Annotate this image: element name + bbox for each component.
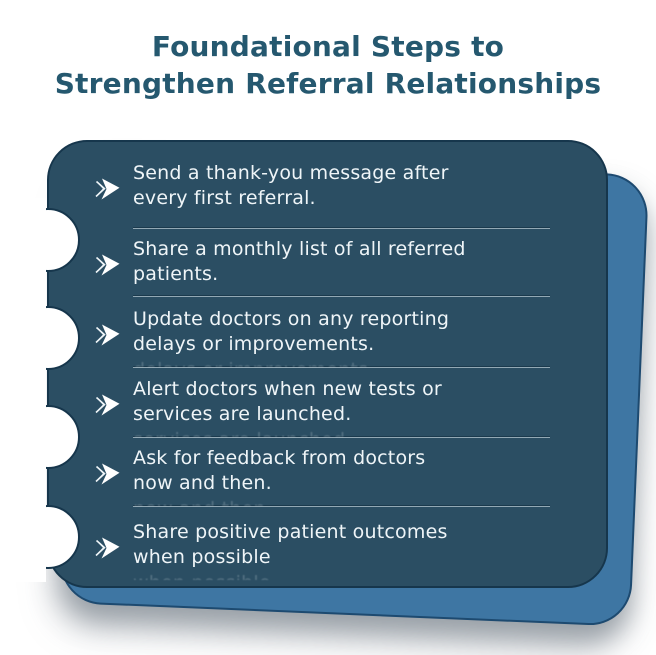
step-line-2: delays or improvements. <box>133 332 375 355</box>
double-chevron-arrow-icon <box>95 254 120 276</box>
step-line-1: Share positive patient outcomes <box>133 521 448 544</box>
step-item-3: Update doctors on any reporting delays o… <box>49 297 606 367</box>
divider <box>133 365 550 368</box>
notch-cover-mask <box>0 198 46 582</box>
step-line-1: Send a thank-you message after <box>133 161 449 184</box>
step-item-2: Share a monthly list of all referred pat… <box>49 229 606 295</box>
double-chevron-arrow-icon <box>95 394 120 416</box>
double-chevron-arrow-icon <box>95 178 120 200</box>
double-chevron-arrow-icon <box>95 537 120 559</box>
step-text-echo: now and then. <box>133 497 272 506</box>
step-line-1: Alert doctors when new tests or <box>133 377 442 400</box>
double-chevron-arrow-icon <box>95 463 120 485</box>
step-line-2: when possible <box>133 546 271 569</box>
step-text-echo: delays or improvements. <box>133 358 374 367</box>
step-item-4: Alert doctors when new tests or services… <box>49 368 606 437</box>
step-text: Ask for feedback from doctors now and th… <box>133 446 426 506</box>
step-item-6: Share positive patient outcomes when pos… <box>49 507 606 584</box>
page-title: Foundational Steps to Strengthen Referra… <box>54 30 602 100</box>
divider <box>133 295 550 298</box>
step-line-1: Share a monthly list of all referred <box>133 238 466 261</box>
double-chevron-arrow-icon <box>95 324 120 346</box>
step-text-echo: when possible <box>133 571 271 580</box>
divider <box>133 435 550 438</box>
step-text-echo: services are launched. <box>133 428 351 437</box>
step-item-1: Send a thank-you message after every fir… <box>49 144 606 227</box>
step-text: Alert doctors when new tests or services… <box>133 377 442 437</box>
step-line-2: patients. <box>133 263 219 286</box>
divider <box>133 227 550 230</box>
step-text: Send a thank-you message after every fir… <box>133 161 449 211</box>
step-line-1: Update doctors on any reporting <box>133 307 450 330</box>
step-line-2: services are launched. <box>133 402 352 425</box>
step-item-5: Ask for feedback from doctors now and th… <box>49 438 606 506</box>
step-text: Update doctors on any reporting delays o… <box>133 307 450 367</box>
step-line-2: now and then. <box>133 472 272 495</box>
step-text: Share positive patient outcomes when pos… <box>133 520 448 580</box>
step-line-2: every first referral. <box>133 186 316 209</box>
steps-card: Send a thank-you message after every fir… <box>47 140 608 588</box>
step-line-1: Ask for feedback from doctors <box>133 447 426 470</box>
step-text: Share a monthly list of all referred pat… <box>133 237 466 287</box>
divider <box>133 504 550 507</box>
